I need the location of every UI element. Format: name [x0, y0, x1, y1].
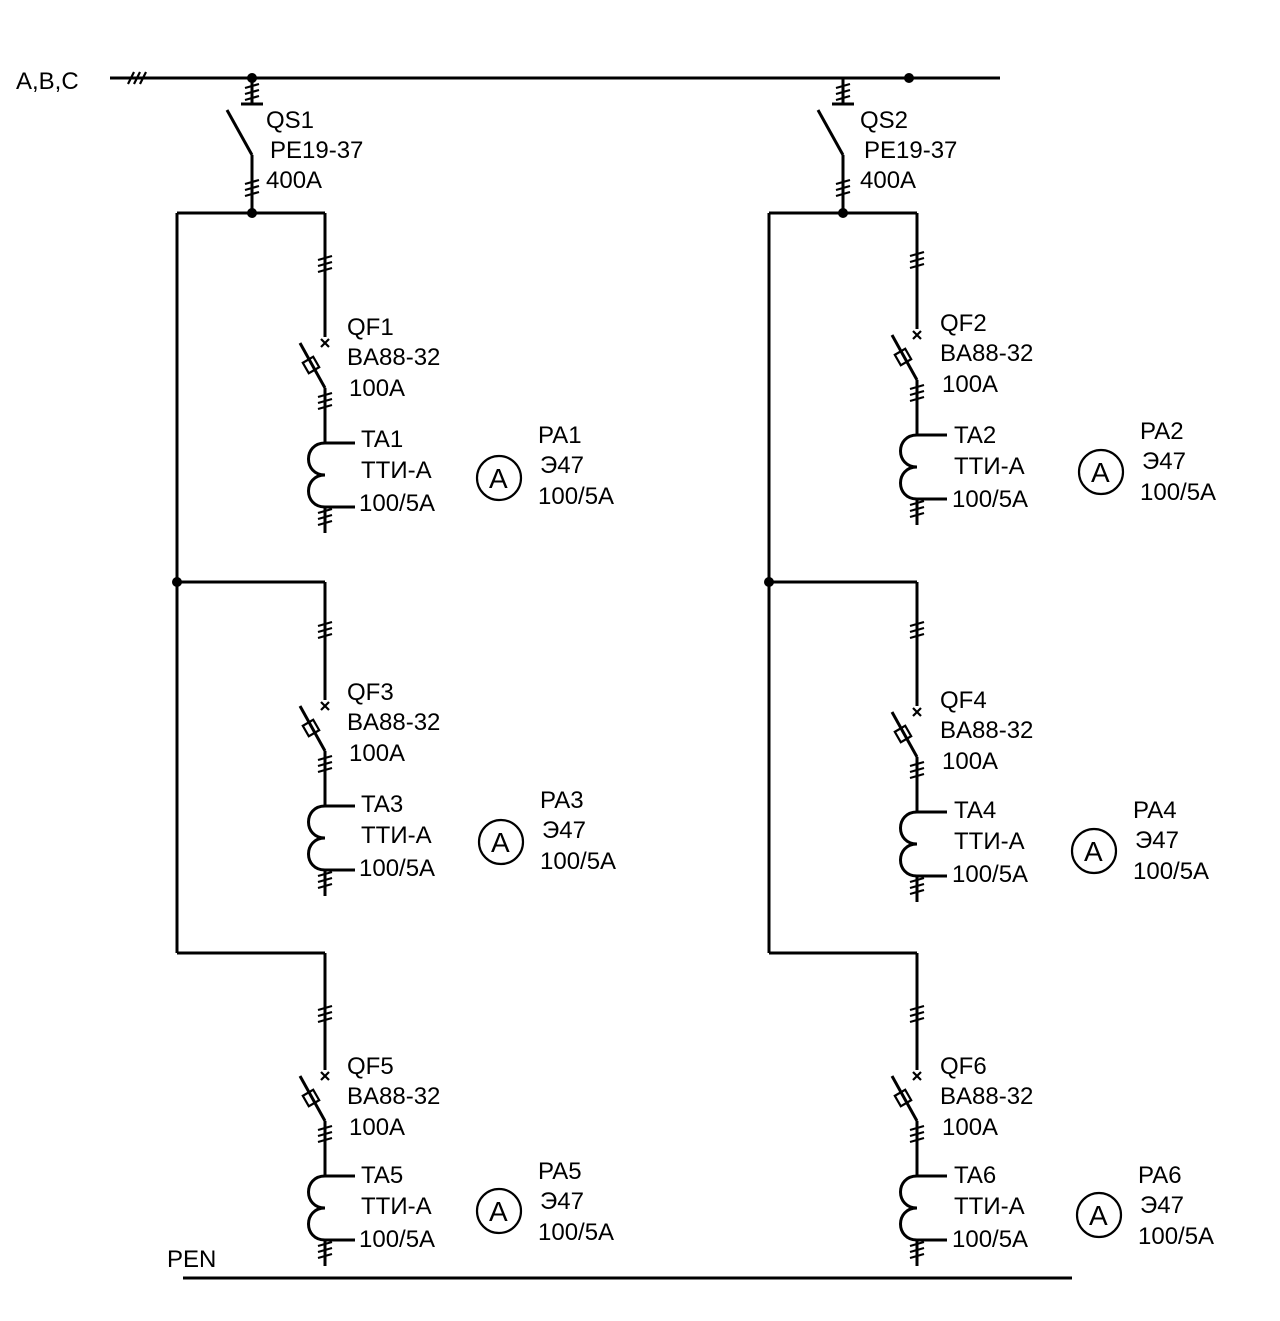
- ammeter-5-letter: A: [489, 1196, 508, 1227]
- ammeter-6-model: Э47: [1140, 1192, 1184, 1219]
- transformer-6-ratio: 100/5A: [952, 1226, 1028, 1253]
- transformer-6-name: TA6: [954, 1162, 996, 1189]
- ammeter-1-symbol: A: [475, 454, 523, 502]
- transformer-1-ratio: 100/5A: [359, 490, 435, 517]
- ammeter-3-model: Э47: [542, 817, 586, 844]
- breaker-3-rating: 100A: [349, 740, 405, 767]
- breaker-2-name: QF2: [940, 310, 987, 337]
- ammeter-3-symbol: A: [477, 818, 525, 866]
- ammeter-2-letter: A: [1091, 457, 1110, 488]
- breaker-1-rating: 100A: [349, 375, 405, 402]
- transformer-2-model: ТТИ-А: [954, 453, 1025, 480]
- breaker-6-rating: 100A: [942, 1114, 998, 1141]
- switch-qs1-name: QS1: [266, 107, 314, 134]
- breaker-1-model: BA88-32: [347, 344, 440, 371]
- ammeter-5-name: PA5: [538, 1158, 582, 1185]
- ammeter-4-letter: A: [1084, 836, 1103, 867]
- transformer-3-ratio: 100/5A: [359, 855, 435, 882]
- ammeter-4-model: Э47: [1135, 827, 1179, 854]
- breaker-5-model: BA88-32: [347, 1083, 440, 1110]
- ammeter-5-symbol: A: [475, 1187, 523, 1235]
- switch-qs2-rating: 400A: [860, 167, 916, 194]
- left-bus-frame: [172, 211, 325, 955]
- ammeter-4-name: PA4: [1133, 797, 1177, 824]
- ammeter-1-model: Э47: [540, 452, 584, 479]
- ammeter-2-model: Э47: [1142, 448, 1186, 475]
- ammeter-4-symbol: A: [1070, 827, 1118, 875]
- ammeter-6-letter: A: [1089, 1200, 1108, 1231]
- transformer-4-model: ТТИ-А: [954, 828, 1025, 855]
- transformer-4-name: TA4: [954, 797, 996, 824]
- ammeter-4-ratio: 100/5A: [1133, 858, 1209, 885]
- switch-qs1-rating: 400A: [266, 167, 322, 194]
- ammeter-1-letter: A: [489, 463, 508, 494]
- breaker-2-model: BA88-32: [940, 340, 1033, 367]
- switch-qs2: QS2 PE19-37 400A: [816, 78, 957, 218]
- right-bus-frame: [764, 211, 917, 955]
- ammeter-6-name: PA6: [1138, 1162, 1182, 1189]
- ammeter-2-symbol: A: [1077, 448, 1125, 496]
- transformer-5-model: ТТИ-А: [361, 1193, 432, 1220]
- ammeter-5-model: Э47: [540, 1188, 584, 1215]
- transformer-6-model: ТТИ-А: [954, 1193, 1025, 1220]
- breaker-2-rating: 100A: [942, 371, 998, 398]
- switch-qs2-name: QS2: [860, 107, 908, 134]
- pen-bus: PEN: [167, 1246, 1072, 1280]
- breaker-1-name: QF1: [347, 314, 394, 341]
- breaker-3-model: BA88-32: [347, 709, 440, 736]
- breaker-6-name: QF6: [940, 1053, 987, 1080]
- ammeter-6-symbol: A: [1075, 1191, 1123, 1239]
- breaker-4-rating: 100A: [942, 748, 998, 775]
- ammeter-1-name: PA1: [538, 422, 582, 449]
- ammeter-3-name: PA3: [540, 787, 584, 814]
- pen-label: PEN: [167, 1246, 216, 1273]
- transformer-1-name: TA1: [361, 426, 403, 453]
- breaker-5-name: QF5: [347, 1053, 394, 1080]
- breaker-4-model: BA88-32: [940, 717, 1033, 744]
- switch-qs1: QS1 PE19-37 400A: [225, 78, 363, 218]
- breaker-4-name: QF4: [940, 687, 987, 714]
- ammeter-1-ratio: 100/5A: [538, 483, 614, 510]
- transformer-2-name: TA2: [954, 422, 996, 449]
- breaker-5-rating: 100A: [349, 1114, 405, 1141]
- transformer-5-ratio: 100/5A: [359, 1226, 435, 1253]
- ammeter-3-letter: A: [491, 827, 510, 858]
- switch-qs2-model: PE19-37: [864, 137, 957, 164]
- transformer-4-ratio: 100/5A: [952, 861, 1028, 888]
- ammeter-5-ratio: 100/5A: [538, 1219, 614, 1246]
- main-bus: A,B,C: [16, 68, 1000, 95]
- switch-qs1-model: PE19-37: [270, 137, 363, 164]
- ammeter-2-ratio: 100/5A: [1140, 479, 1216, 506]
- breaker-6-model: BA88-32: [940, 1083, 1033, 1110]
- transformer-2-ratio: 100/5A: [952, 486, 1028, 513]
- breaker-3-name: QF3: [347, 679, 394, 706]
- ammeter-3-ratio: 100/5A: [540, 848, 616, 875]
- transformer-3-name: TA3: [361, 791, 403, 818]
- bus-label: A,B,C: [16, 68, 79, 95]
- ammeter-2-name: PA2: [1140, 418, 1184, 445]
- transformer-1-model: ТТИ-А: [361, 457, 432, 484]
- ammeter-6-ratio: 100/5A: [1138, 1223, 1214, 1250]
- transformer-5-name: TA5: [361, 1162, 403, 1189]
- transformer-3-model: ТТИ-А: [361, 822, 432, 849]
